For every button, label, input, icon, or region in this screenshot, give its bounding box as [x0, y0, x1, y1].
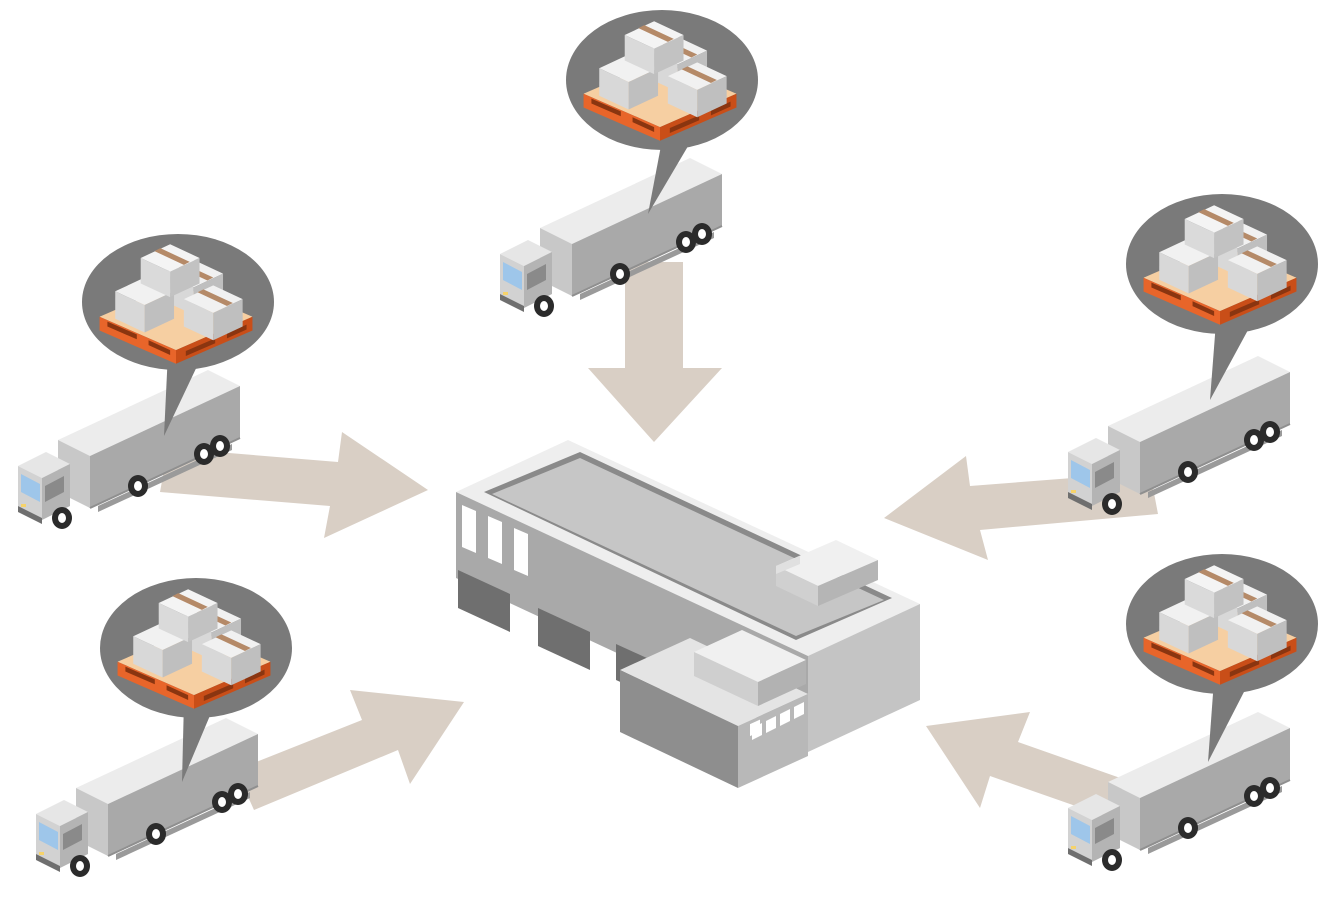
truck-lower-right: [1067, 554, 1318, 872]
truck-upper-right: [1067, 194, 1318, 516]
speech-bubble-upper-right: [1126, 194, 1318, 334]
arrow-lower-right: [926, 712, 1126, 818]
speech-bubble-lower-left: [100, 578, 292, 718]
speech-bubble-upper-left: [82, 234, 274, 370]
truck-lower-left: [35, 578, 292, 878]
truck-top: [499, 10, 758, 318]
arrow-top: [588, 262, 722, 442]
arrow-lower-left: [236, 690, 464, 810]
truck-upper-left: [17, 234, 274, 530]
arrow-upper-left: [160, 432, 428, 538]
speech-bubble-top: [566, 10, 758, 150]
speech-bubble-lower-right: [1126, 554, 1318, 694]
warehouse-building: [456, 440, 920, 788]
